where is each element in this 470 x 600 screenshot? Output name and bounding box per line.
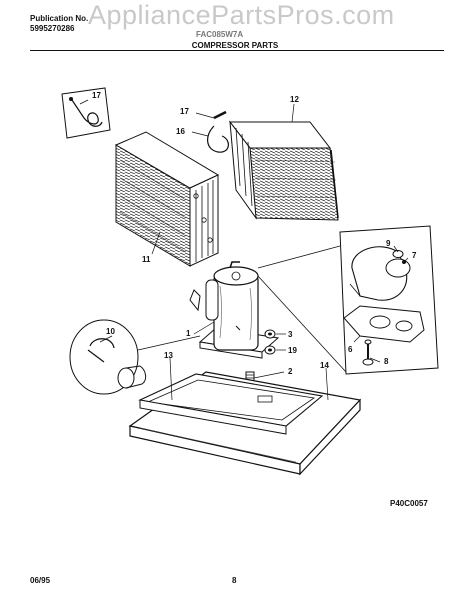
callout-14: 14 — [320, 361, 329, 370]
callout-17b: 17 — [180, 107, 189, 116]
watermark-logo: AppliancePartsPros.com — [88, 0, 395, 30]
part-3-nut — [264, 329, 276, 339]
callout-10: 10 — [106, 327, 115, 336]
part-16-tube — [207, 110, 229, 153]
part-13-drain-tray — [138, 373, 324, 435]
part-11-evaporator-coil — [114, 131, 220, 267]
callout-16: 16 — [176, 127, 185, 136]
detail-inset-box — [257, 225, 439, 375]
figure-code: P40C0057 — [390, 499, 428, 508]
part-19-washer — [264, 345, 276, 355]
leader-lines — [79, 99, 409, 401]
footer-date: 06/95 — [30, 576, 51, 585]
callout-9: 9 — [386, 239, 391, 248]
callout-19: 19 — [288, 346, 297, 355]
callout-3: 3 — [288, 330, 293, 339]
part-17-inset-box — [61, 87, 111, 139]
callout-13: 13 — [164, 351, 173, 360]
footer-page-number: 8 — [232, 576, 237, 585]
callout-12: 12 — [290, 95, 299, 104]
part-1-compressor — [189, 261, 280, 359]
publication-number: 5995270286 — [30, 24, 75, 33]
model-number: FAC085W7A — [196, 30, 244, 39]
callout-17a: 17 — [92, 91, 101, 100]
callout-2: 2 — [288, 367, 293, 376]
header-rule — [30, 50, 444, 51]
callout-6: 6 — [348, 345, 353, 354]
publication-label: Publication No. — [30, 14, 89, 23]
callout-7: 7 — [412, 251, 417, 260]
callout-8: 8 — [384, 357, 389, 366]
part-12-condenser-coil — [228, 120, 339, 221]
section-title: COMPRESSOR PARTS — [191, 41, 279, 50]
part-10-inset-circle — [69, 319, 201, 395]
callout-11: 11 — [142, 255, 151, 264]
callout-1: 1 — [186, 329, 191, 338]
